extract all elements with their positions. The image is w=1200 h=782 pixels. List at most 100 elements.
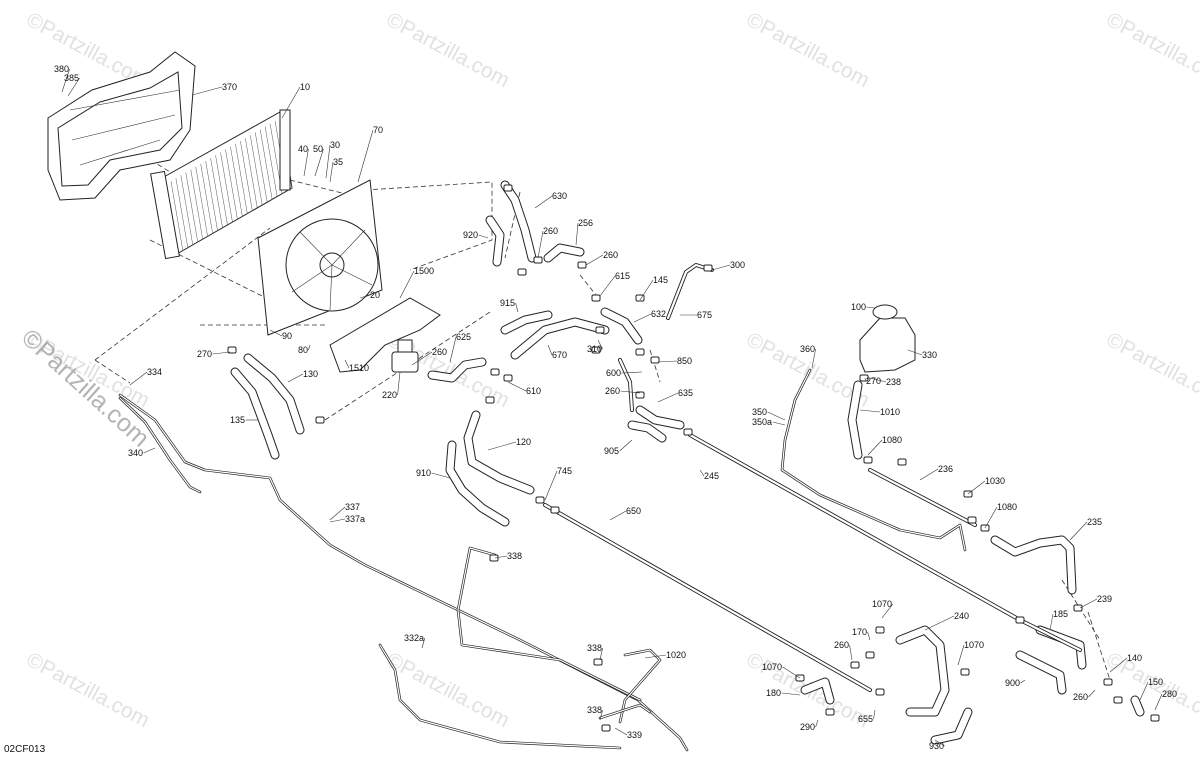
callout-leader <box>411 351 433 366</box>
hose-clamp <box>859 374 869 382</box>
callout-leader <box>924 615 955 631</box>
thin-fill <box>781 369 966 551</box>
callout-leader <box>609 510 627 521</box>
radiator-fin <box>245 138 258 209</box>
callout-leader <box>815 719 819 728</box>
hose-clamp <box>577 261 587 269</box>
radiator-fin <box>264 126 278 197</box>
callout-leader <box>329 518 346 523</box>
thin-fill <box>119 397 201 493</box>
fan-assembly-70 <box>257 179 383 336</box>
callout-leader <box>811 348 816 369</box>
callout-930: 930 <box>929 741 944 751</box>
hose-clamp <box>517 268 527 276</box>
radiator-fin <box>254 132 268 203</box>
callout-leader <box>867 439 883 456</box>
callout-leader <box>281 86 301 119</box>
callout-90: 90 <box>282 331 292 341</box>
callout-350a: 350a <box>752 417 772 427</box>
callout-915: 915 <box>500 298 515 308</box>
callout-235: 235 <box>1087 517 1102 527</box>
hose-fill <box>511 318 609 359</box>
callout-1010: 1010 <box>880 407 900 417</box>
callout-leader <box>287 373 304 383</box>
callout-leader <box>873 709 876 720</box>
coolant-tank-330 <box>859 304 916 373</box>
callout-leader <box>1139 681 1149 701</box>
callout-340: 340 <box>128 448 143 458</box>
hose-fill <box>231 368 279 459</box>
callout-635: 635 <box>678 388 693 398</box>
callout-leader <box>984 506 998 529</box>
callout-337: 337 <box>345 502 360 512</box>
callout-leader <box>1109 657 1128 673</box>
callout-leader <box>269 329 283 337</box>
thin-outline <box>780 368 967 552</box>
callout-170: 170 <box>852 627 867 637</box>
hose-fill <box>1016 651 1066 694</box>
callout-leader <box>1069 521 1088 541</box>
hose-fill <box>848 381 862 459</box>
callout-50: 50 <box>313 144 323 154</box>
hose-fill <box>244 354 304 434</box>
callout-leader <box>633 313 652 323</box>
hose-clamp <box>635 391 645 399</box>
callout-338: 338 <box>507 551 522 561</box>
hose-clamp <box>591 346 601 354</box>
callout-leader <box>620 390 641 394</box>
callout-270: 270 <box>197 349 212 359</box>
tube-fill <box>543 503 872 692</box>
callout-leader <box>329 161 334 183</box>
watermark-text: ©Partzilla.com <box>1103 328 1200 412</box>
callout-260: 260 <box>1073 692 1088 702</box>
callout-610: 610 <box>526 386 541 396</box>
callout-leader <box>782 666 801 679</box>
callout-leader <box>487 441 517 451</box>
callout-20: 20 <box>370 290 380 300</box>
radiator-10 <box>150 109 293 260</box>
radiator-fin <box>170 181 184 252</box>
callout-920: 920 <box>463 230 478 240</box>
callout-leader <box>849 644 853 661</box>
callout-1510: 1510 <box>349 363 369 373</box>
callout-leader <box>639 279 654 301</box>
tube-fill <box>868 468 977 527</box>
hose-clamp <box>503 184 513 192</box>
callout-339: 339 <box>627 730 642 740</box>
hose-clamp <box>825 708 835 716</box>
bracket-1500 <box>329 297 441 373</box>
hose-clamp <box>650 356 660 364</box>
hose-clamp <box>595 326 605 334</box>
radiator-fin <box>230 146 243 217</box>
radiator-fin <box>215 155 228 226</box>
callout-leader <box>494 555 508 559</box>
hose-clamp <box>601 724 611 732</box>
thin-fill <box>379 644 621 749</box>
hose-clamp <box>683 428 693 436</box>
callout-300: 300 <box>730 260 745 270</box>
hose-clamp <box>490 368 500 376</box>
callout-238: 238 <box>886 377 901 387</box>
callout-leader <box>881 603 894 619</box>
callout-615: 615 <box>615 271 630 281</box>
callout-leader <box>308 344 311 351</box>
hose-clamp <box>227 346 237 354</box>
watermark-text: ©Partzilla.com <box>383 8 514 92</box>
callout-leader <box>934 739 945 747</box>
callout-650: 650 <box>626 506 641 516</box>
callout-1080: 1080 <box>882 435 902 445</box>
thin-fill <box>119 394 688 751</box>
hose-fill <box>991 536 1076 594</box>
callout-240: 240 <box>954 611 969 621</box>
callout-290: 290 <box>800 722 815 732</box>
callout-1070: 1070 <box>872 599 892 609</box>
thin-outline <box>118 393 689 752</box>
watermark-text: ©Partzilla.com <box>743 8 874 92</box>
callout-135: 135 <box>230 415 245 425</box>
assembly-dashed-lines <box>94 134 1111 681</box>
hose-clamp <box>865 651 875 659</box>
hose-clamp <box>503 374 513 382</box>
thin-fill <box>599 704 651 719</box>
callout-40: 40 <box>298 144 308 154</box>
